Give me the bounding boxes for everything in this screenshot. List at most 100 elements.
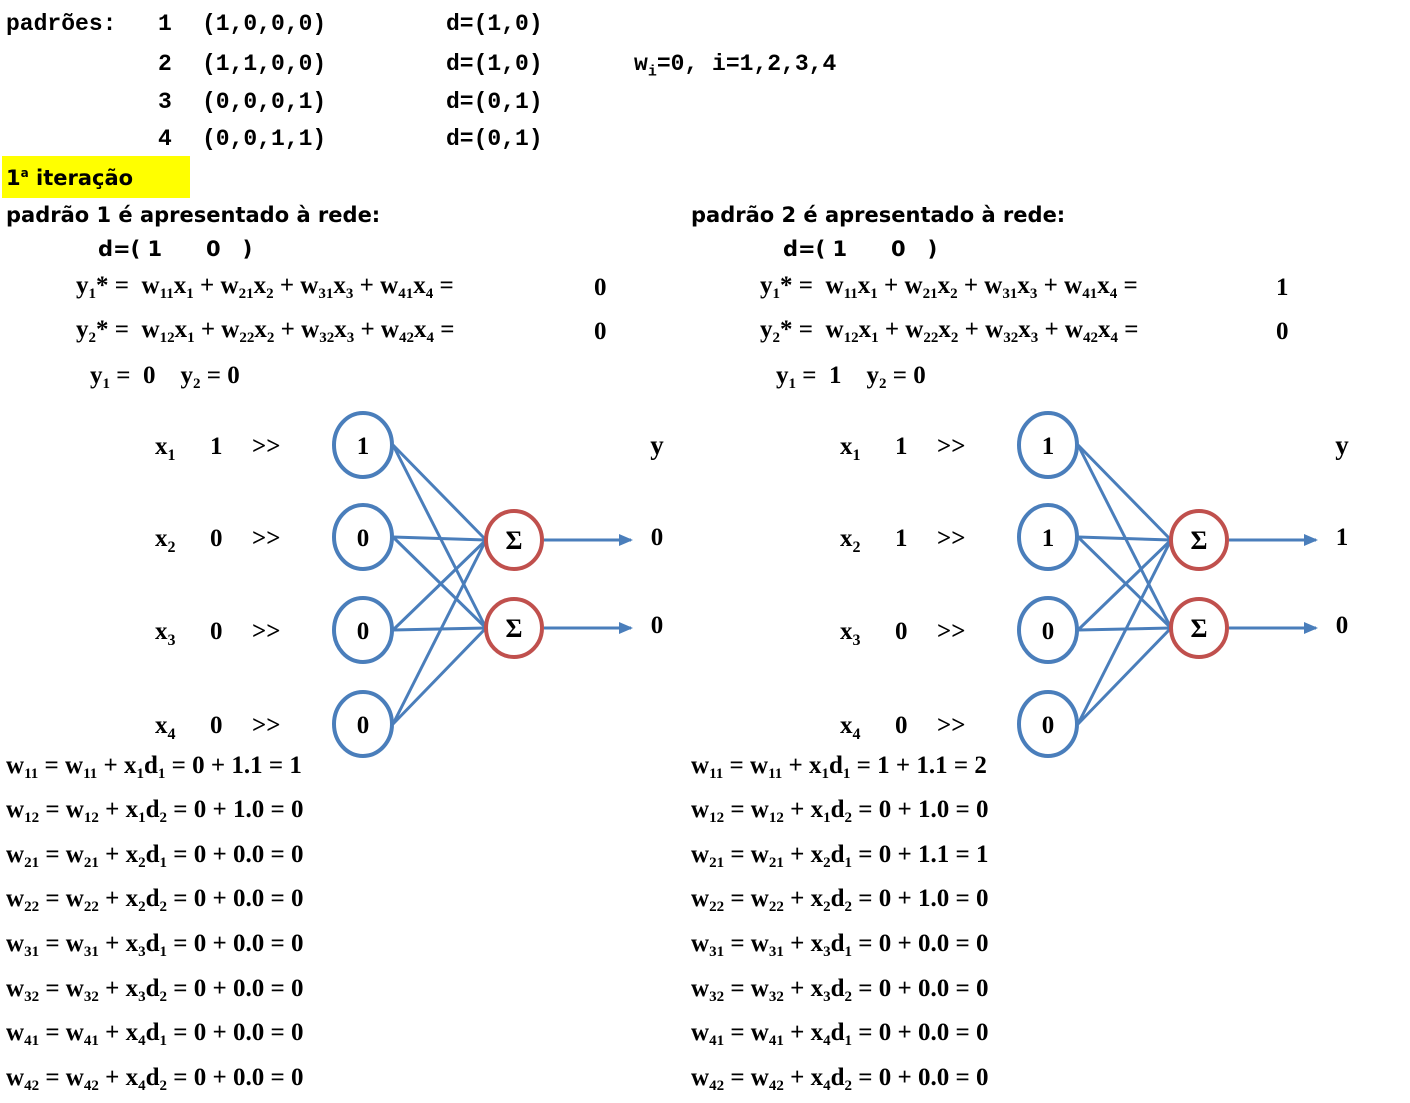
input-node <box>1017 690 1079 758</box>
weight-update-equation: w22 = w22 + x2d2 = 0 + 1.0 = 0 <box>691 885 989 915</box>
input-node <box>332 690 394 758</box>
weight-update-equation: w22 = w22 + x2d2 = 0 + 0.0 = 0 <box>6 885 304 915</box>
weight-update-value: 0 + 0.0 = 0 <box>193 930 304 957</box>
connection-edge <box>391 626 488 726</box>
input-node-value: 0 <box>1042 618 1055 645</box>
weight-update-value: 0 + 0.0 = 0 <box>193 841 304 868</box>
sigma-icon: Σ <box>1191 526 1208 555</box>
output-value: 1 <box>1336 524 1349 551</box>
weight-update-value: 0 + 0.0 = 0 <box>193 975 304 1002</box>
y1-star-value: 0 <box>594 274 607 301</box>
weight-update-value: 0 + 1.0 = 0 <box>878 796 989 823</box>
weight-update-equation: w42 = w42 + x4d2 = 0 + 0.0 = 0 <box>6 1064 304 1094</box>
pattern-target: d=(0,1) <box>446 126 543 152</box>
iteration-highlight <box>2 156 190 198</box>
weight-update-equation: w21 = w21 + x2d1 = 0 + 0.0 = 0 <box>6 841 304 871</box>
sigma-icon: Σ <box>506 526 523 555</box>
input-arrow: >> <box>937 712 966 739</box>
initial-weights: wi=0, i=1,2,3,4 <box>634 51 837 81</box>
input-arrow: >> <box>252 433 281 460</box>
pattern-vector: (0,0,0,1) <box>202 89 327 115</box>
sum-node <box>1169 509 1229 571</box>
pattern-vector: (1,1,0,0) <box>202 51 327 77</box>
input-label: x1 <box>840 433 861 464</box>
pattern-index: 4 <box>158 126 172 152</box>
panel-title: padrão 2 é apresentado à rede: <box>691 203 1066 227</box>
sum-node <box>1169 597 1229 659</box>
input-node-value: 0 <box>1042 712 1055 739</box>
input-label: x3 <box>155 618 176 649</box>
connection-edge <box>1076 626 1173 726</box>
weight-update-value: 0 + 1.0 = 0 <box>878 885 989 912</box>
weight-update-equation: w31 = w31 + x3d1 = 0 + 0.0 = 0 <box>691 930 989 960</box>
connection-edge <box>391 535 488 630</box>
input-arrow: >> <box>252 618 281 645</box>
output-value: 0 <box>651 612 664 639</box>
connection-edge <box>391 538 488 632</box>
connection-edge <box>391 539 488 725</box>
patterns-label: padrões: <box>6 11 117 37</box>
input-label: x3 <box>840 618 861 649</box>
weight-update-equation: w32 = w32 + x3d2 = 0 + 0.0 = 0 <box>6 975 304 1005</box>
connection-edge <box>391 444 488 629</box>
weight-update-value: 0 + 1.0 = 0 <box>193 796 304 823</box>
input-node-value: 0 <box>357 525 370 552</box>
connection-edge <box>1076 539 1173 725</box>
pattern-vector: (1,0,0,0) <box>202 11 327 37</box>
pattern-vector: (0,0,1,1) <box>202 126 327 152</box>
input-node <box>1017 411 1079 479</box>
input-node <box>1017 503 1079 571</box>
input-value: 1 <box>210 433 223 460</box>
weight-update-equation: w12 = w12 + x1d2 = 0 + 1.0 = 0 <box>6 796 304 826</box>
input-value: 0 <box>210 618 223 645</box>
weight-update-equation: w32 = w32 + x3d2 = 0 + 0.0 = 0 <box>691 975 989 1005</box>
y2-star-value: 0 <box>594 318 607 345</box>
pattern-index: 1 <box>158 11 172 37</box>
pattern-target: d=(1,0) <box>446 11 543 37</box>
weight-update-equation: w12 = w12 + x1d2 = 0 + 1.0 = 0 <box>691 796 989 826</box>
weight-update-value: 0 + 0.0 = 0 <box>878 930 989 957</box>
weight-update-value: 0 + 1.1 = 1 <box>192 752 302 779</box>
weight-update-equation: w41 = w41 + x4d1 = 0 + 0.0 = 0 <box>6 1019 304 1049</box>
input-label: x2 <box>155 525 176 556</box>
input-arrow: >> <box>252 712 281 739</box>
weight-update-value: 0 + 0.0 = 0 <box>878 1064 989 1091</box>
sigma-icon: Σ <box>1191 614 1208 643</box>
input-arrow: >> <box>937 618 966 645</box>
y2-star-equation: y2* = w12x1 + w22x2 + w32x3 + w42x4 = <box>760 316 1139 346</box>
connection-edge <box>391 443 488 542</box>
pattern-index: 3 <box>158 89 172 115</box>
weight-update-value: 0 + 0.0 = 0 <box>193 885 304 912</box>
input-node-value: 1 <box>1042 433 1055 460</box>
input-value: 0 <box>210 712 223 739</box>
input-node <box>1017 596 1079 664</box>
connection-edge <box>1076 443 1173 542</box>
y2-star-value: 0 <box>1276 318 1289 345</box>
connection-edge <box>1076 444 1173 629</box>
input-label: x4 <box>840 712 861 743</box>
weight-update-equation: w21 = w21 + x2d1 = 0 + 1.1 = 1 <box>691 841 989 871</box>
weight-update-value: 0 + 1.1 = 1 <box>878 841 989 868</box>
weight-update-equation: w11 = w11 + x1d1 = 1 + 1.1 = 2 <box>691 752 987 782</box>
input-arrow: >> <box>252 525 281 552</box>
y1-star-equation: y1* = w11x1 + w21x2 + w31x3 + w41x4 = <box>760 272 1138 302</box>
weight-update-equation: w41 = w41 + x4d1 = 0 + 0.0 = 0 <box>691 1019 989 1049</box>
weight-update-value: 0 + 0.0 = 0 <box>193 1064 304 1091</box>
input-node-value: 1 <box>1042 525 1055 552</box>
input-arrow: >> <box>937 525 966 552</box>
y1-star-equation: y1* = w11x1 + w21x2 + w31x3 + w41x4 = <box>76 272 454 302</box>
weight-update-value: 1 + 1.1 = 2 <box>877 752 987 779</box>
weight-update-equation: w31 = w31 + x3d1 = 0 + 0.0 = 0 <box>6 930 304 960</box>
output-values: y1 = 0 y2 = 0 <box>90 362 240 392</box>
weight-update-equation: w42 = w42 + x4d2 = 0 + 0.0 = 0 <box>691 1064 989 1094</box>
iteration-title: 1a iteração <box>6 166 134 190</box>
input-node-value: 1 <box>357 433 370 460</box>
output-label: y <box>650 430 664 460</box>
input-value: 0 <box>210 525 223 552</box>
input-label: x1 <box>155 433 176 464</box>
output-label: y <box>1335 430 1349 460</box>
y1-star-value: 1 <box>1276 274 1289 301</box>
pattern-target: d=(1,0) <box>446 51 543 77</box>
